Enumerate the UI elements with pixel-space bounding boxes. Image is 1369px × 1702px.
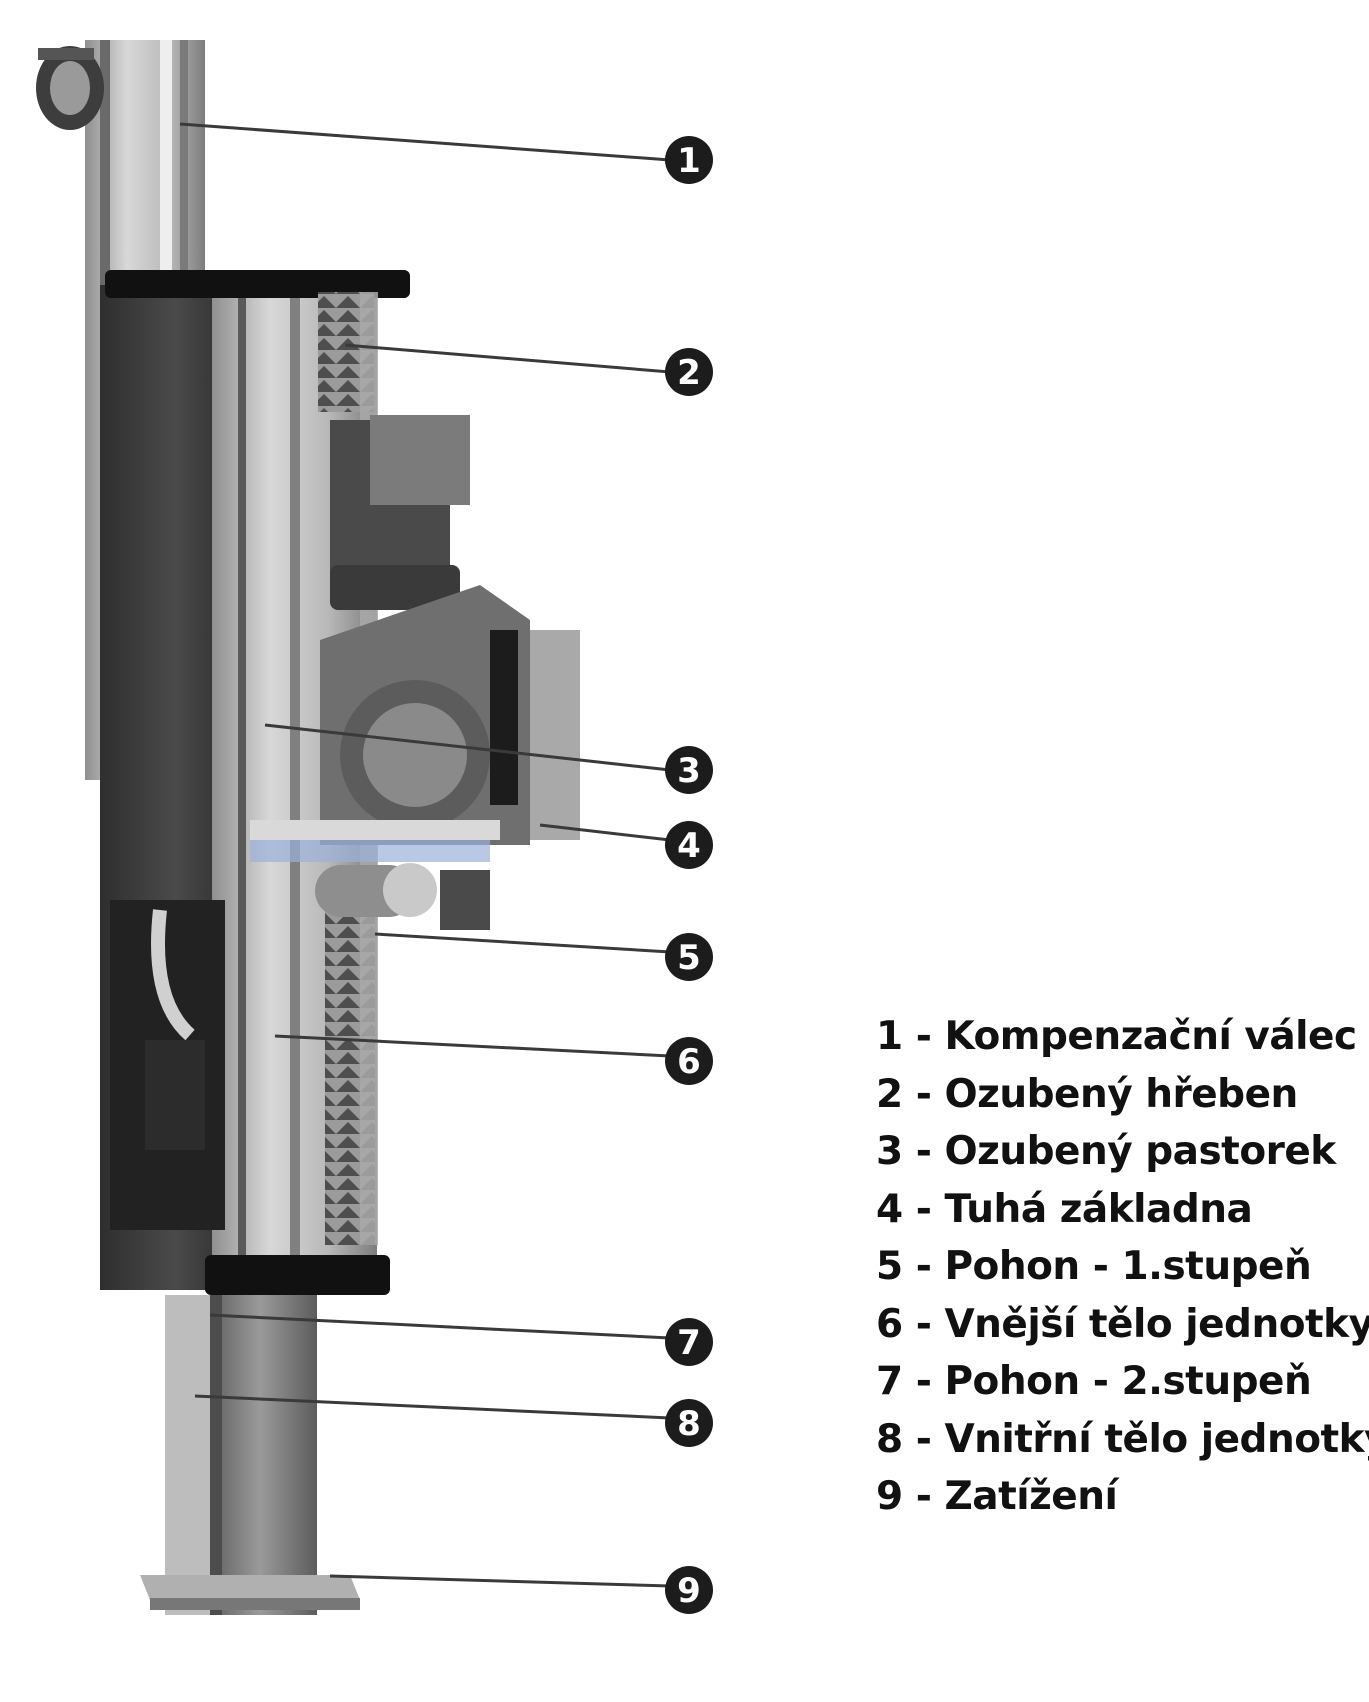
leader-line-6 (274, 1034, 671, 1058)
callout-number: 7 (677, 1323, 701, 1363)
callout-badge (665, 1037, 713, 1085)
legend-item-3: 3 - Ozubený pastorek (876, 1129, 1336, 1174)
callout-badge (665, 821, 713, 869)
leader-line-3 (264, 723, 671, 772)
callout-number: 4 (677, 826, 701, 866)
legend-item-8: 8 - Vnitřní tělo jednotky (876, 1416, 1369, 1462)
legend-item-2: 2 - Ozubený hřeben (876, 1071, 1298, 1117)
leader-line-2 (344, 343, 671, 374)
callout-3: 3 (665, 746, 713, 794)
callout-badge (665, 348, 713, 396)
callout-1: 1 (665, 136, 713, 184)
callout-badge (665, 1399, 713, 1447)
leader-line-7 (209, 1313, 671, 1340)
callout-number: 3 (677, 751, 701, 791)
legend-item-6: 6 - Vnější tělo jednotky (876, 1301, 1369, 1347)
leader-line-5 (374, 932, 671, 954)
leader-line-8 (194, 1394, 671, 1420)
callout-9: 9 (665, 1566, 713, 1614)
callouts: 1 2 3 4 5 6 7 8 (665, 136, 713, 1614)
legend-item-4: 4 - Tuhá základna (876, 1186, 1253, 1232)
legend-item-5: 5 - Pohon - 1.stupeň (876, 1244, 1312, 1289)
legend-item-9: 9 - Zatížení (876, 1474, 1118, 1519)
callout-6: 6 (665, 1037, 713, 1085)
callout-7: 7 (665, 1318, 713, 1366)
leader-line-1 (179, 122, 671, 162)
callout-number: 5 (677, 938, 701, 978)
load-base (140, 1575, 360, 1610)
callout-2: 2 (665, 348, 713, 396)
callout-number: 1 (677, 141, 701, 181)
callout-number: 6 (677, 1042, 701, 1082)
side-clamp (110, 900, 225, 1230)
legend-item-7: 7 - Pohon - 2.stupeň (876, 1359, 1312, 1404)
leader-lines (179, 122, 671, 1588)
callout-badge (665, 933, 713, 981)
callout-number: 9 (677, 1571, 701, 1611)
rigid-base (250, 820, 500, 862)
callout-8: 8 (665, 1399, 713, 1447)
callout-number: 2 (677, 353, 701, 393)
legend: 1 - Kompenzační válec 2 - Ozubený hřeben… (876, 1008, 1369, 1526)
legend-item-1: 1 - Kompenzační válec (876, 1014, 1357, 1059)
callout-badge (665, 1566, 713, 1614)
callout-5: 5 (665, 933, 713, 981)
callout-number: 8 (677, 1404, 701, 1444)
drive-stage-1 (315, 863, 490, 930)
callout-badge (665, 1318, 713, 1366)
pinion-gearbox (320, 415, 580, 845)
leader-line-9 (329, 1574, 671, 1588)
callout-badge (665, 746, 713, 794)
callout-badge (665, 136, 713, 184)
leader-line-4 (539, 823, 671, 842)
inner-body (165, 1295, 317, 1615)
callout-4: 4 (665, 821, 713, 869)
